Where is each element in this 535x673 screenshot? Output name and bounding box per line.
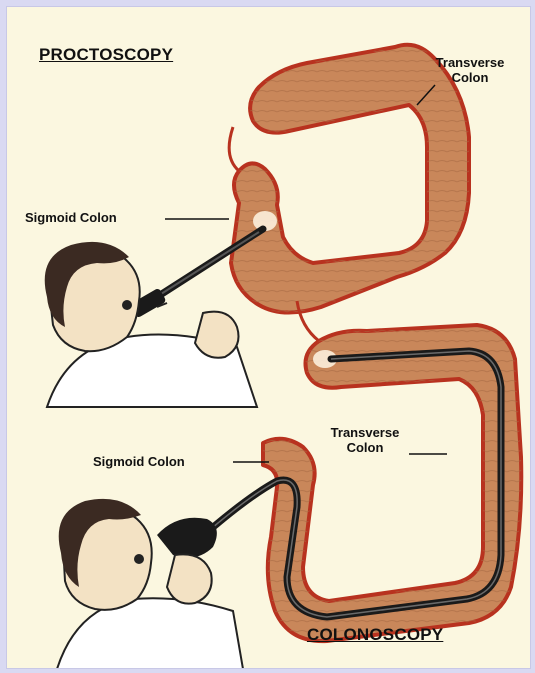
bottom-transverse-line2: Colon — [319, 440, 411, 455]
top-colon-tail — [229, 127, 239, 171]
top-transverse-line2: Colon — [427, 70, 513, 85]
bottom-sigmoid-label: Sigmoid Colon — [93, 454, 185, 469]
endoscopy-illustration — [7, 7, 530, 668]
doctor2-coat — [57, 598, 243, 668]
top-sigmoid-label: Sigmoid Colon — [25, 210, 117, 225]
doctor2-hand — [167, 554, 212, 603]
illustration-frame: PROCTOSCOPY Transverse Colon Sigmoid Col… — [6, 6, 531, 669]
top-transverse-label: Transverse Colon — [427, 55, 513, 85]
colonoscopy-title: COLONOSCOPY — [307, 625, 443, 645]
top-transverse-line1: Transverse — [427, 55, 513, 70]
doctor1-hand — [195, 312, 239, 358]
doctor-figure-icon — [45, 242, 257, 407]
colonoscope-handle — [157, 518, 217, 558]
bottom-transverse-line1: Transverse — [319, 425, 411, 440]
proctoscopy-title: PROCTOSCOPY — [39, 45, 173, 65]
bottom-transverse-label: Transverse Colon — [319, 425, 411, 455]
